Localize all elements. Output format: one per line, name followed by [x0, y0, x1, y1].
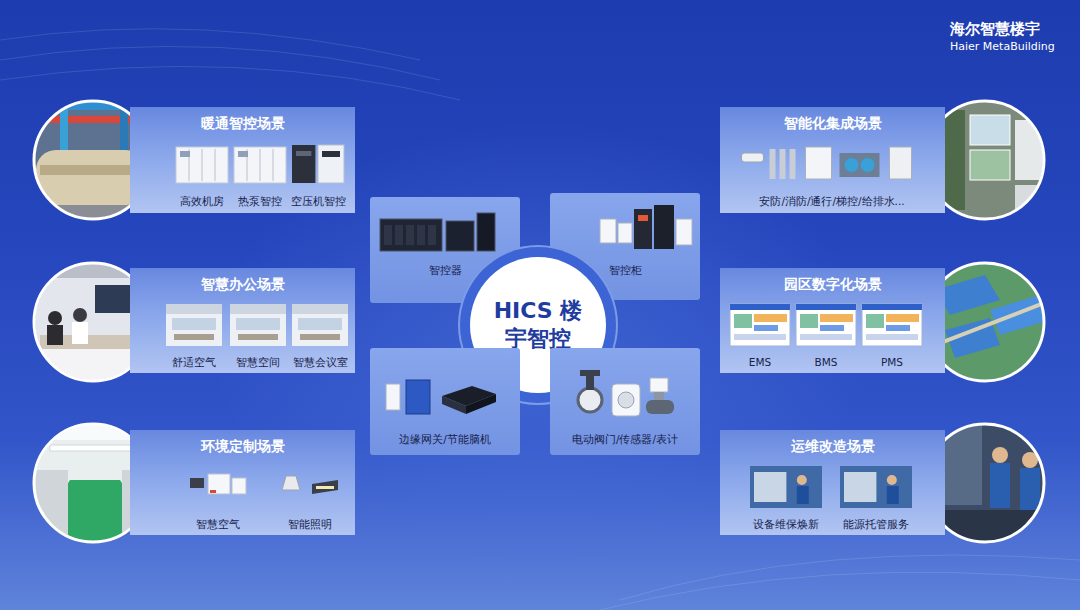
item-caption: 舒适空气	[172, 356, 216, 369]
item-caption: BMS	[815, 356, 838, 369]
hub-title: HICS 楼宇智控	[488, 297, 588, 353]
product-caption: 边缘网关/节能脑机	[399, 433, 491, 446]
scene-title: 环境定制场景	[130, 437, 355, 455]
item-caption: 热泵智控	[238, 195, 282, 208]
scene-title: 运维改造场景	[720, 437, 945, 455]
item-caption: 智慧空间	[236, 356, 280, 369]
product-box: 边缘网关/节能脑机	[370, 348, 520, 455]
scene-panel: 运维改造场景设备维保焕新 能源托管服务	[720, 430, 945, 535]
product-caption: 智控器	[429, 264, 462, 277]
scene-title: 智能化集成场景	[720, 114, 945, 132]
item-caption: PMS	[881, 356, 903, 369]
product-caption: 智控柜	[609, 264, 642, 277]
scene-title: 暖通智控场景	[130, 114, 355, 132]
item-caption: 高效机房	[180, 195, 224, 208]
product-caption: 电动阀门/传感器/表计	[572, 433, 678, 446]
item-caption: 空压机智控	[291, 195, 346, 208]
item-caption: 智慧会议室	[293, 356, 348, 369]
item-caption: 智能照明	[288, 518, 332, 531]
scene-title: 园区数字化场景	[720, 275, 945, 293]
scene-panel: 智慧办公场景舒适空气 智慧空间智慧会议室	[130, 268, 355, 373]
scene-title: 智慧办公场景	[130, 275, 355, 293]
scene-panel: 暖通智控场景高效机房 热泵智控空压机智控	[130, 107, 355, 213]
item-caption: 安防/消防/通行/梯控/给排水...	[759, 195, 904, 208]
item-caption: 能源托管服务	[843, 518, 909, 531]
scene-panel: 环境定制场景智慧空气 智能照明	[130, 430, 355, 535]
scene-panel: 园区数字化场景 EMS BMS PMS	[720, 268, 945, 373]
brand-name: 海尔智慧楼宇	[950, 20, 1040, 39]
product-box: 电动阀门/传感器/表计	[550, 348, 700, 455]
scene-panel: 智能化集成场景安防/消防/通行/梯控/给排水...	[720, 107, 945, 213]
item-caption: 设备维保焕新	[753, 518, 819, 531]
brand-subtitle: Haier MetaBuilding	[950, 40, 1055, 53]
item-caption: EMS	[749, 356, 771, 369]
item-caption: 智慧空气	[196, 518, 240, 531]
